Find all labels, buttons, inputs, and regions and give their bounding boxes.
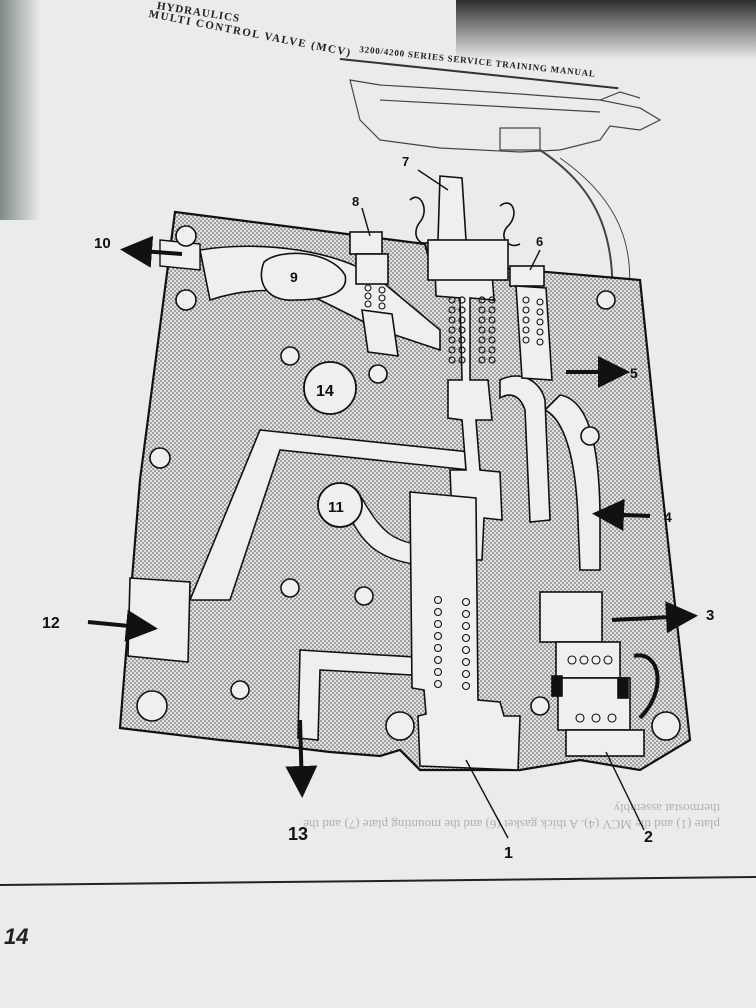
callout-6: 6 — [536, 234, 543, 249]
callout-8: 8 — [352, 194, 359, 209]
callout-10: 10 — [94, 235, 111, 252]
callout-11: 11 — [328, 499, 344, 516]
callout-9: 9 — [290, 269, 298, 285]
callout-4: 4 — [664, 509, 672, 525]
valve-6 — [509, 265, 553, 381]
callout-12: 12 — [42, 615, 60, 632]
page-number: 14 — [4, 924, 29, 949]
callout-5: 5 — [630, 365, 638, 381]
callout-7: 7 — [402, 154, 409, 169]
page-shadow — [0, 0, 40, 220]
background-edge — [456, 0, 756, 60]
bolt-holes — [136, 225, 681, 741]
valve-2 — [539, 591, 660, 757]
valve-body — [118, 175, 692, 772]
callout-14: 14 — [316, 383, 334, 400]
flow-arrows — [87, 235, 698, 798]
callout-2: 2 — [644, 829, 653, 846]
valve-1 — [409, 491, 521, 771]
callout-3: 3 — [706, 607, 714, 624]
valve-8 — [349, 231, 399, 357]
leader-lines — [361, 169, 645, 839]
spool-springs — [448, 296, 496, 364]
main-spool — [409, 175, 521, 561]
callout-1: 1 — [504, 845, 513, 862]
callout-13: 13 — [288, 824, 308, 844]
